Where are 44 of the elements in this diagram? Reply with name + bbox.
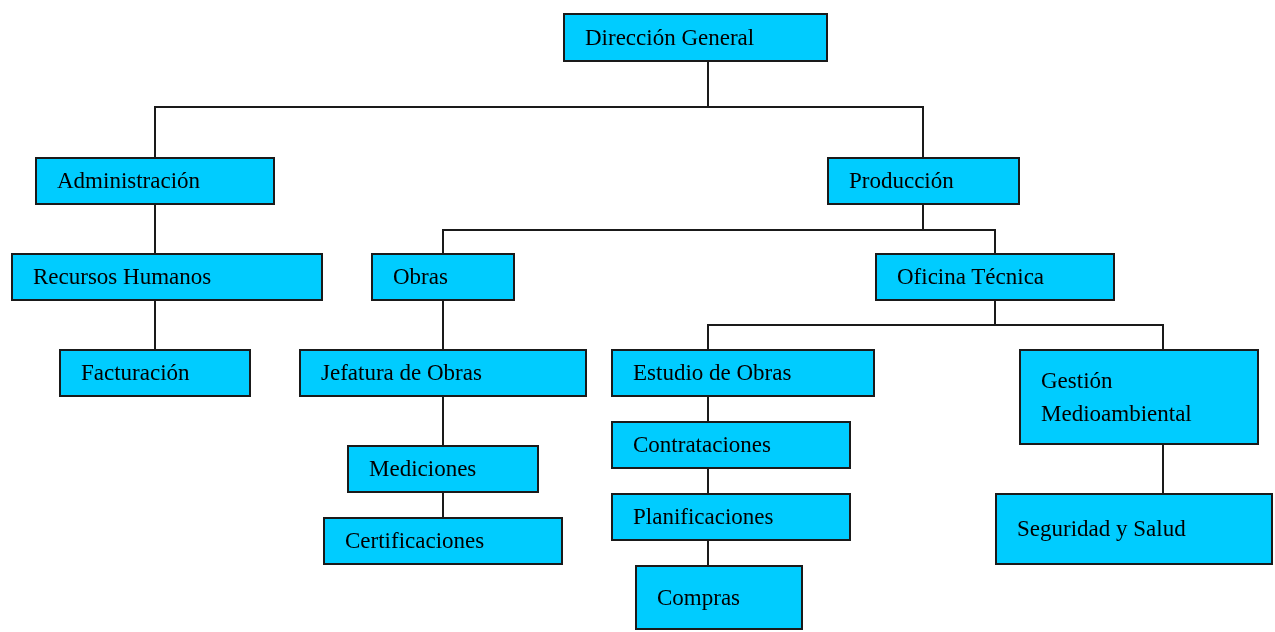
connector-line xyxy=(707,396,709,422)
connector-line xyxy=(994,300,1164,350)
connector-line xyxy=(707,468,709,494)
unit-name: Dirección General xyxy=(585,23,755,52)
org-unit-box xyxy=(875,253,1115,301)
unit-name: Compras xyxy=(657,583,741,612)
unit-name: Obras xyxy=(393,263,448,292)
org-unit-box xyxy=(611,493,851,541)
org-unit-box xyxy=(347,445,539,493)
unit-name: Administración xyxy=(57,167,201,196)
org-unit-box xyxy=(995,493,1273,565)
unit-name: Oficina Técnica xyxy=(897,263,1045,292)
org-unit-box xyxy=(371,253,515,301)
org-unit-box xyxy=(59,349,251,397)
org-unit-box xyxy=(635,565,803,630)
unit-name: Producción xyxy=(849,167,954,196)
org-unit-box xyxy=(323,517,563,565)
org-unit-box xyxy=(1019,349,1259,445)
connector-line xyxy=(442,396,444,446)
org-unit-box xyxy=(611,421,851,469)
unit-name: Planificaciones xyxy=(633,503,774,532)
unit-name: Jefatura de Obras xyxy=(321,359,482,388)
connector-line xyxy=(707,540,709,566)
org-unit-box xyxy=(611,349,875,397)
connector-line xyxy=(442,492,444,518)
connector-line xyxy=(442,300,444,350)
connector-line xyxy=(154,300,156,350)
unit-name: Gestión Medioambiental xyxy=(1041,366,1193,428)
connector-line xyxy=(154,204,156,254)
unit-name: Recursos Humanos xyxy=(33,263,212,292)
connector-line xyxy=(922,204,996,254)
org-unit-box xyxy=(827,157,1020,205)
unit-name: Certificaciones xyxy=(345,527,485,556)
org-unit-box xyxy=(11,253,323,301)
unit-name: Estudio de Obras xyxy=(633,359,792,388)
org-unit-box xyxy=(563,13,828,62)
org-unit-box xyxy=(35,157,275,205)
connector-line xyxy=(1162,444,1164,494)
unit-name: Mediciones xyxy=(369,455,477,484)
unit-name: Contrataciones xyxy=(633,431,771,460)
unit-name: Facturación xyxy=(81,359,190,388)
org-unit-box xyxy=(299,349,587,397)
unit-name: Seguridad y Salud xyxy=(1017,515,1186,544)
connector-line xyxy=(707,61,924,158)
